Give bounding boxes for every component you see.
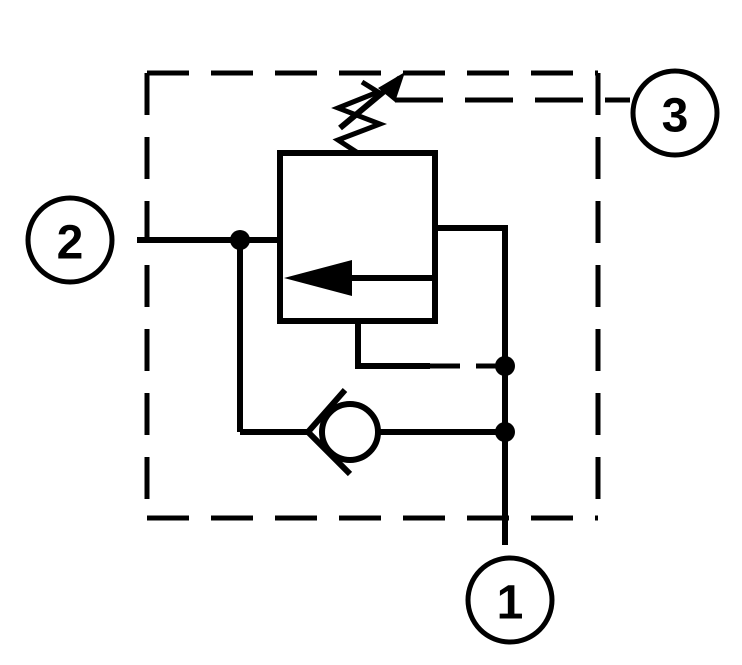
port-1-line	[435, 225, 515, 545]
check-valve-icon	[303, 388, 505, 477]
port-2-line	[137, 230, 308, 435]
port-2-label: 2	[25, 195, 115, 285]
port-3-text: 3	[662, 90, 689, 143]
adjustable-spring-icon	[331, 72, 405, 156]
port-2-text: 2	[57, 217, 84, 270]
valve-body	[277, 150, 438, 324]
port-3-label: 3	[630, 68, 720, 158]
port-1-text: 1	[497, 577, 524, 630]
dashed-enclosure	[144, 70, 601, 521]
flow-arrow	[284, 260, 435, 296]
port-1-label: 1	[465, 555, 555, 645]
internal-drain-line	[355, 321, 505, 369]
